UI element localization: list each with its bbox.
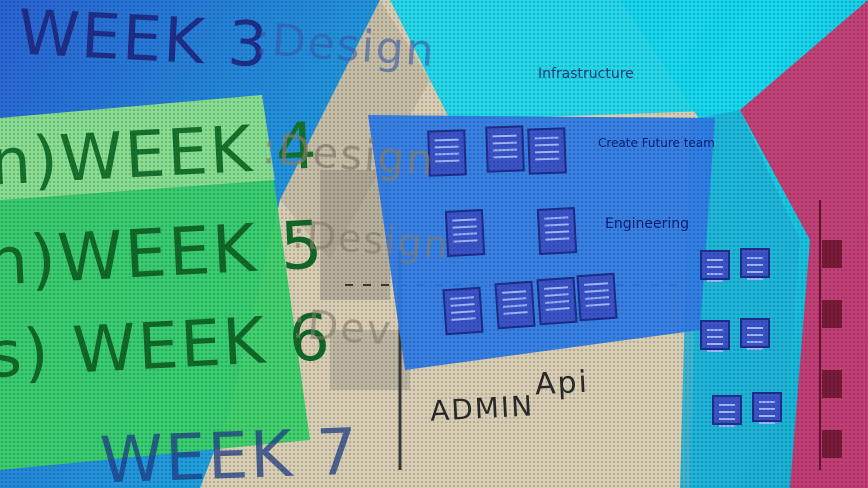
sticky-note [740, 248, 770, 278]
sticky-note [442, 286, 484, 336]
create-note: Create Future team [598, 136, 715, 150]
admin-label: ADMIN [429, 389, 535, 428]
sticky-note [700, 250, 730, 280]
sticky-note [740, 318, 770, 348]
infrastructure-note: Infrastructure [538, 66, 634, 82]
sticky-note [527, 127, 567, 175]
week7-label: WEEK 7 [98, 415, 361, 488]
api-label: Api [534, 364, 590, 403]
sticky-note [536, 207, 578, 255]
week3-label: WEEK 3 [16, 0, 272, 82]
sticky-note [536, 276, 578, 326]
sticky-note [576, 272, 618, 322]
sticky-note [444, 209, 486, 257]
engineering-note: Engineering [605, 216, 689, 232]
sticky-note [712, 395, 742, 425]
sticky-note [485, 125, 525, 173]
sticky-note [700, 320, 730, 350]
dev-label: :Dev [290, 301, 395, 355]
sticky-note [752, 392, 782, 422]
sticky-note [494, 280, 536, 330]
